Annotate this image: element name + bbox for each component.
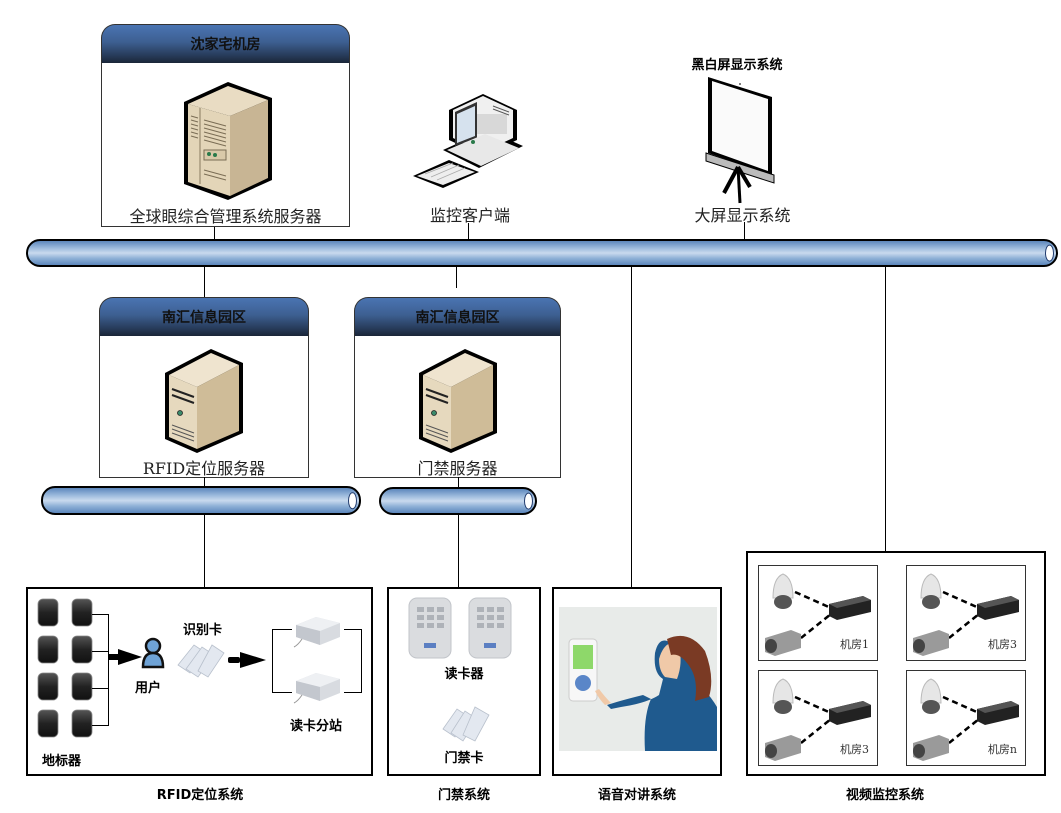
user-label: 用户 xyxy=(135,681,162,696)
beacon-label: 地标器 xyxy=(42,754,82,769)
rfid-group-header: 南汇信息园区 xyxy=(99,297,309,336)
reader-station-label: 读卡分站 xyxy=(290,719,343,734)
datacenter-group: 沈家宅机房 全球眼综合管理系统服务器 xyxy=(101,24,350,227)
rfid-server-group: 南汇信息园区 RFID定位服务器 xyxy=(99,297,309,478)
rfid-network-pipe xyxy=(41,486,361,515)
access-network-pipe xyxy=(379,487,537,515)
access-card-icon xyxy=(442,706,490,742)
backbone-network-pipe xyxy=(26,239,1058,267)
server-icon xyxy=(419,349,497,453)
camera-network-icon xyxy=(765,678,871,761)
access-server-label: 门禁服务器 xyxy=(417,459,498,478)
machine-room-card: 机房3 xyxy=(758,670,878,766)
datacenter-group-header: 沈家宅机房 xyxy=(101,24,350,63)
intercom-system-box xyxy=(552,587,722,776)
connector-line xyxy=(885,266,886,552)
big-screen-system-label: 大屏显示系统 xyxy=(694,206,791,225)
connector-line xyxy=(458,514,459,588)
rfid-server-label: RFID定位服务器 xyxy=(142,459,266,478)
connector-line xyxy=(744,222,745,240)
access-system-caption: 门禁系统 xyxy=(437,788,490,803)
bracket-line xyxy=(92,725,108,726)
server-tower-icon xyxy=(184,82,272,200)
intercom-photo xyxy=(559,607,717,751)
bracket-line xyxy=(272,692,292,693)
connector-line xyxy=(458,477,459,487)
bracket-line xyxy=(272,629,273,693)
machine-room-label: 机房n xyxy=(987,743,1017,756)
machine-room-label: 机房1 xyxy=(840,638,869,651)
arrow-right-icon xyxy=(108,649,142,665)
monitoring-client-label: 监控客户端 xyxy=(429,206,510,225)
camera-network-icon xyxy=(913,573,1019,656)
management-server-label: 全球眼综合管理系统服务器 xyxy=(129,207,322,226)
projection-screen-icon xyxy=(705,77,775,204)
access-system-box: 读卡器 门禁卡 xyxy=(387,587,541,776)
connector-line xyxy=(204,266,205,301)
bracket-line xyxy=(108,614,109,726)
connector-line xyxy=(204,514,205,588)
connector-line xyxy=(456,266,457,288)
id-card-icon xyxy=(177,644,225,678)
camera-network-icon xyxy=(765,573,871,656)
connector-line xyxy=(214,227,215,240)
bracket-line xyxy=(361,629,362,693)
id-card-label: 识别卡 xyxy=(183,623,223,638)
user-icon xyxy=(141,637,165,669)
connector-line xyxy=(468,223,469,240)
keypad-reader-icon xyxy=(408,597,452,659)
connector-line xyxy=(204,477,205,487)
access-group-header: 南汇信息园区 xyxy=(354,297,561,336)
machine-room-card: 机房1 xyxy=(758,565,878,661)
rfid-system-box: 用户 识别卡 读卡分站 地标器 xyxy=(26,587,373,776)
server-icon xyxy=(165,349,243,453)
beacon-icons xyxy=(37,598,93,738)
computer-icon xyxy=(413,94,523,188)
bracket-line xyxy=(92,651,108,652)
card-reader-station-icon xyxy=(293,617,340,648)
video-system-box: 机房1 机房3 机房3 xyxy=(746,551,1046,776)
bw-display-system-label: 黑白屏显示系统 xyxy=(691,58,783,73)
access-card-label: 门禁卡 xyxy=(444,751,484,766)
bracket-line xyxy=(344,629,362,630)
machine-room-card: 机房3 xyxy=(906,565,1026,661)
connector-line xyxy=(631,266,632,588)
bracket-line xyxy=(92,614,108,615)
beacon-grid xyxy=(36,597,106,749)
card-reader-label: 读卡器 xyxy=(444,667,484,682)
arrow-right-icon xyxy=(228,652,266,668)
camera-network-icon xyxy=(913,678,1019,761)
machine-room-card: 机房n xyxy=(906,670,1026,766)
machine-room-label: 机房3 xyxy=(988,638,1017,651)
rfid-system-caption: RFID定位系统 xyxy=(156,788,244,803)
keypad-reader-icon xyxy=(468,597,512,659)
bracket-line xyxy=(272,629,292,630)
bracket-line xyxy=(92,688,108,689)
card-reader-station-icon xyxy=(293,673,340,704)
bracket-line xyxy=(344,692,362,693)
access-server-group: 南汇信息园区 门禁服务器 xyxy=(354,297,561,478)
machine-room-label: 机房3 xyxy=(840,743,869,756)
intercom-system-caption: 语音对讲系统 xyxy=(597,788,676,803)
video-system-caption: 视频监控系统 xyxy=(845,788,924,803)
